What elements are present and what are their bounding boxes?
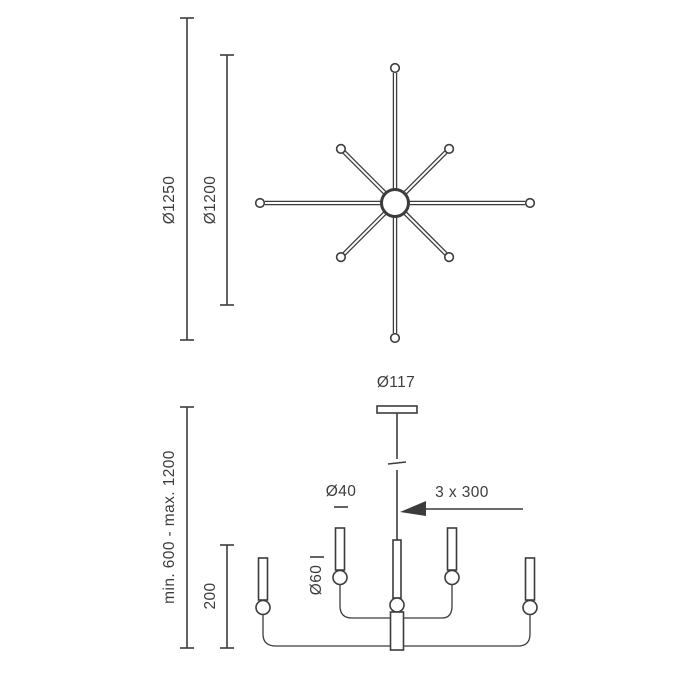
top-view: Ø1250 Ø1200 [161, 17, 536, 344]
arm-tip-socket [389, 62, 401, 74]
star-arm-short [403, 143, 455, 195]
arm-mid-right [397, 584, 453, 619]
sphere-diameter-label: Ø60 [308, 565, 325, 596]
arm-length-label: 3 x 300 [435, 484, 489, 501]
candle-section-label: 200 [202, 582, 219, 609]
arm-tip-socket [389, 332, 401, 344]
sphere-joint [389, 597, 405, 613]
suspension-stem [387, 413, 407, 540]
candle-tube [524, 557, 536, 601]
sphere-joint [332, 569, 348, 586]
arm-tip-socket [254, 197, 266, 209]
starburst-top-view [254, 62, 536, 344]
arm-tip-socket [524, 197, 536, 209]
side-view: Ø117 min. 600 - max. 1200 200 Ø40 [161, 374, 538, 651]
sphere-joint [522, 599, 538, 616]
dimension-outer-diameter: Ø1250 [161, 17, 194, 341]
dimension-inner-diameter: Ø1200 [202, 54, 234, 306]
tube-diameter-label: Ø40 [326, 483, 357, 500]
arm-tip-socket [443, 143, 455, 155]
stem-break-mark [387, 461, 407, 465]
canopy-diameter-label: Ø117 [377, 374, 415, 391]
candles [255, 527, 538, 651]
arm-mid-left [339, 584, 397, 619]
sphere-joint [444, 569, 460, 586]
dimension-suspension-height: min. 600 - max. 1200 [161, 406, 194, 649]
suspension-height-label: min. 600 - max. 1200 [161, 450, 178, 604]
arm-tip-socket [443, 251, 455, 263]
sphere-diameter-callout: Ø60 [308, 556, 325, 596]
star-arm-long [409, 197, 536, 209]
candle-tube-center [392, 539, 402, 599]
center-hub [380, 188, 410, 218]
chandelier-arms [262, 584, 531, 647]
arm-outer-right [397, 614, 531, 647]
star-arm-short [335, 143, 387, 195]
dimension-candle-section: 200 [202, 544, 234, 649]
arm-length-callout: 3 x 300 [400, 484, 523, 516]
tube-diameter-callout: Ø40 [326, 483, 357, 508]
candle-tube [446, 527, 458, 571]
star-arm-long [254, 197, 381, 209]
star-arm-long [389, 62, 401, 189]
ceiling-canopy [376, 405, 418, 414]
outer-diameter-label: Ø1250 [161, 176, 178, 225]
star-arm-short [403, 211, 455, 263]
arm-outer-left [262, 614, 397, 647]
arm-tip-socket [335, 143, 347, 155]
arm-tip-socket [335, 251, 347, 263]
central-column [389, 611, 405, 651]
sphere-joint [255, 599, 271, 616]
candle-tube [257, 557, 269, 601]
leader-arrow-icon [400, 501, 426, 516]
inner-diameter-label: Ø1200 [202, 176, 219, 225]
candle-tube [334, 527, 346, 571]
star-arm-long [389, 217, 401, 344]
star-arm-short [335, 211, 387, 263]
